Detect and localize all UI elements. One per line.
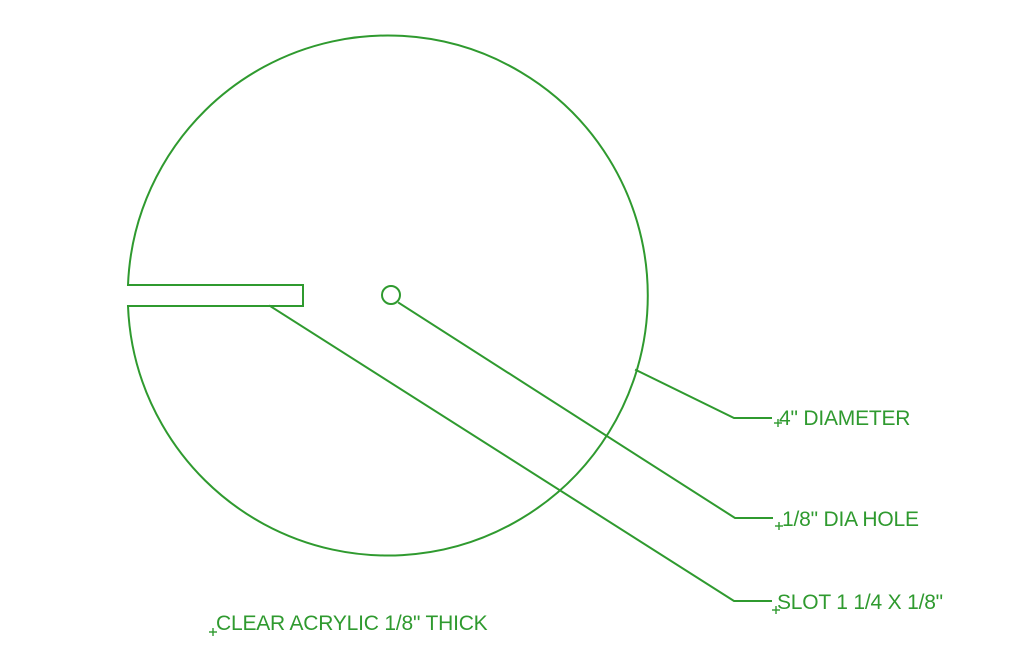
diameter-label-marker [774,419,782,427]
hole-label-marker [775,522,783,530]
slot-outline [127,284,304,307]
diameter-label: 4" DIAMETER [779,407,910,430]
slot-label: SLOT 1 1/4 X 1/8" [777,591,943,614]
diameter-leader [634,368,772,419]
slot-leader [268,304,772,602]
slot-label-marker [772,606,780,614]
hole-label: 1/8" DIA HOLE [782,508,919,531]
center-hole [381,285,401,305]
disc-outline [126,34,649,557]
material-label: CLEAR ACRYLIC 1/8" THICK [216,612,488,635]
hole-leader [397,301,773,519]
material-label-marker [209,628,217,636]
